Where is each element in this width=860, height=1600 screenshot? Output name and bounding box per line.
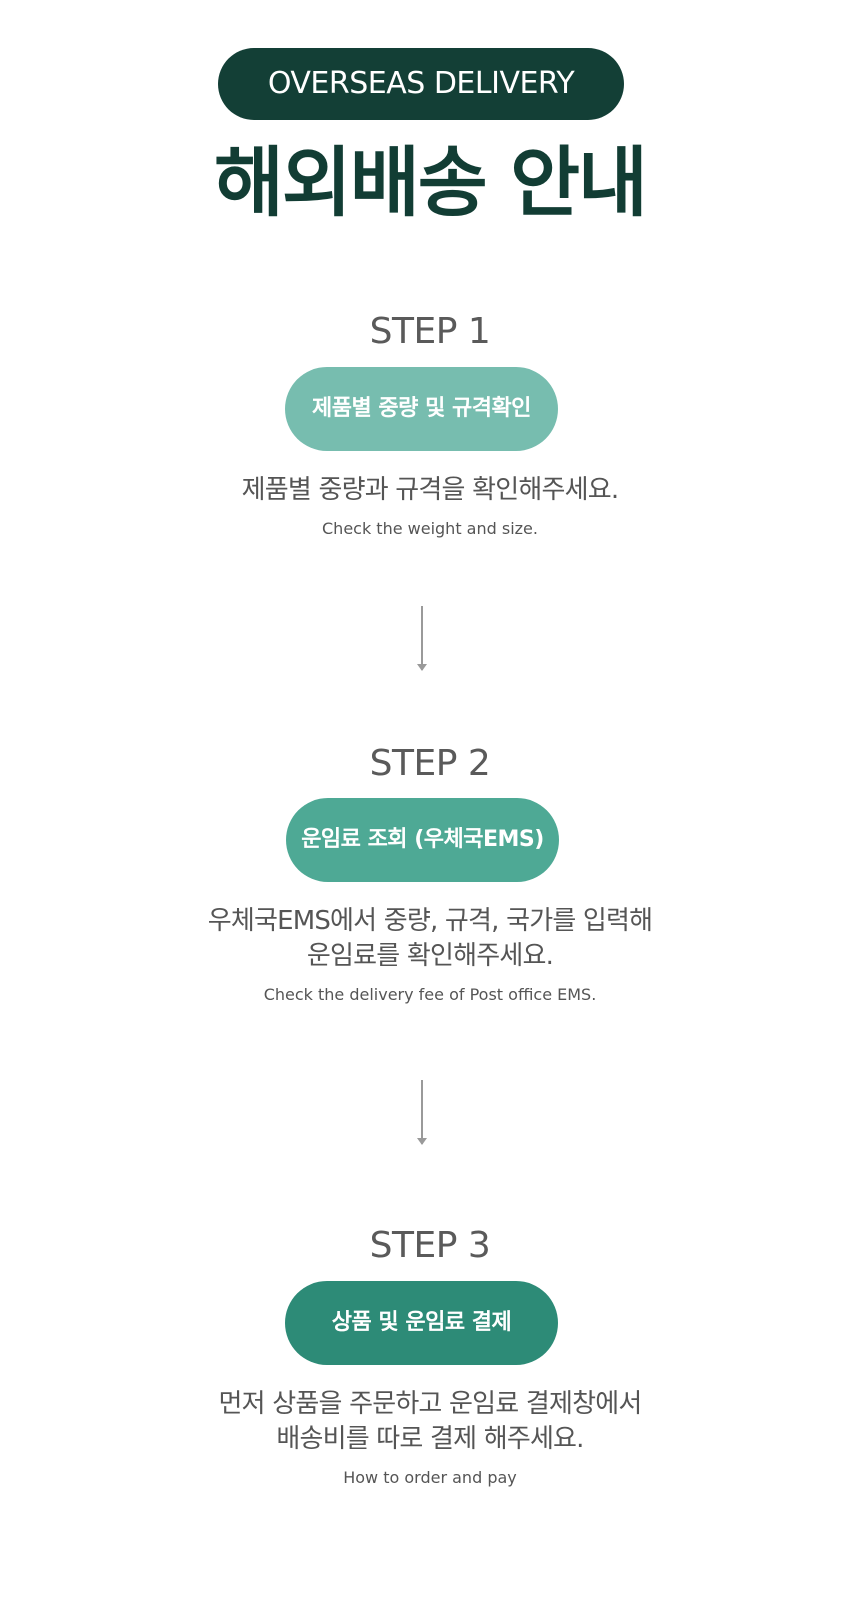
step-1-label: STEP 1 (369, 311, 491, 352)
down-arrow-icon (417, 1080, 427, 1145)
overseas-delivery-badge: OVERSEAS DELIVERY (218, 48, 624, 120)
page-title: 해외배송 안내 (214, 138, 648, 227)
step-3-description-en: How to order and pay (343, 1468, 517, 1487)
step-1-description-ko: 제품별 중량과 규격을 확인해주세요. (241, 475, 619, 505)
step-1-pill: 제품별 중량 및 규격확인 (285, 367, 558, 451)
step-2-description-en: Check the delivery fee of Post office EM… (263, 985, 597, 1004)
down-arrow-icon (417, 606, 427, 671)
step-3-pill: 상품 및 운임료 결제 (285, 1281, 558, 1365)
step-2-description-ko-line1: 우체국EMS에서 중량, 규격, 국가를 입력해 (207, 906, 653, 936)
step-3-description-ko-line1: 먼저 상품을 주문하고 운임료 결제창에서 (218, 1389, 643, 1419)
step-2-label: STEP 2 (369, 743, 491, 784)
step-2-description-ko-line2: 운임료를 확인해주세요. (306, 941, 554, 971)
step-3-label: STEP 3 (369, 1225, 491, 1266)
step-1-description-en: Check the weight and size. (322, 519, 538, 538)
step-2-pill: 운임료 조회 (우체국EMS) (286, 798, 559, 882)
step-3-description-ko-line2: 배송비를 따로 결제 해주세요. (276, 1424, 584, 1454)
